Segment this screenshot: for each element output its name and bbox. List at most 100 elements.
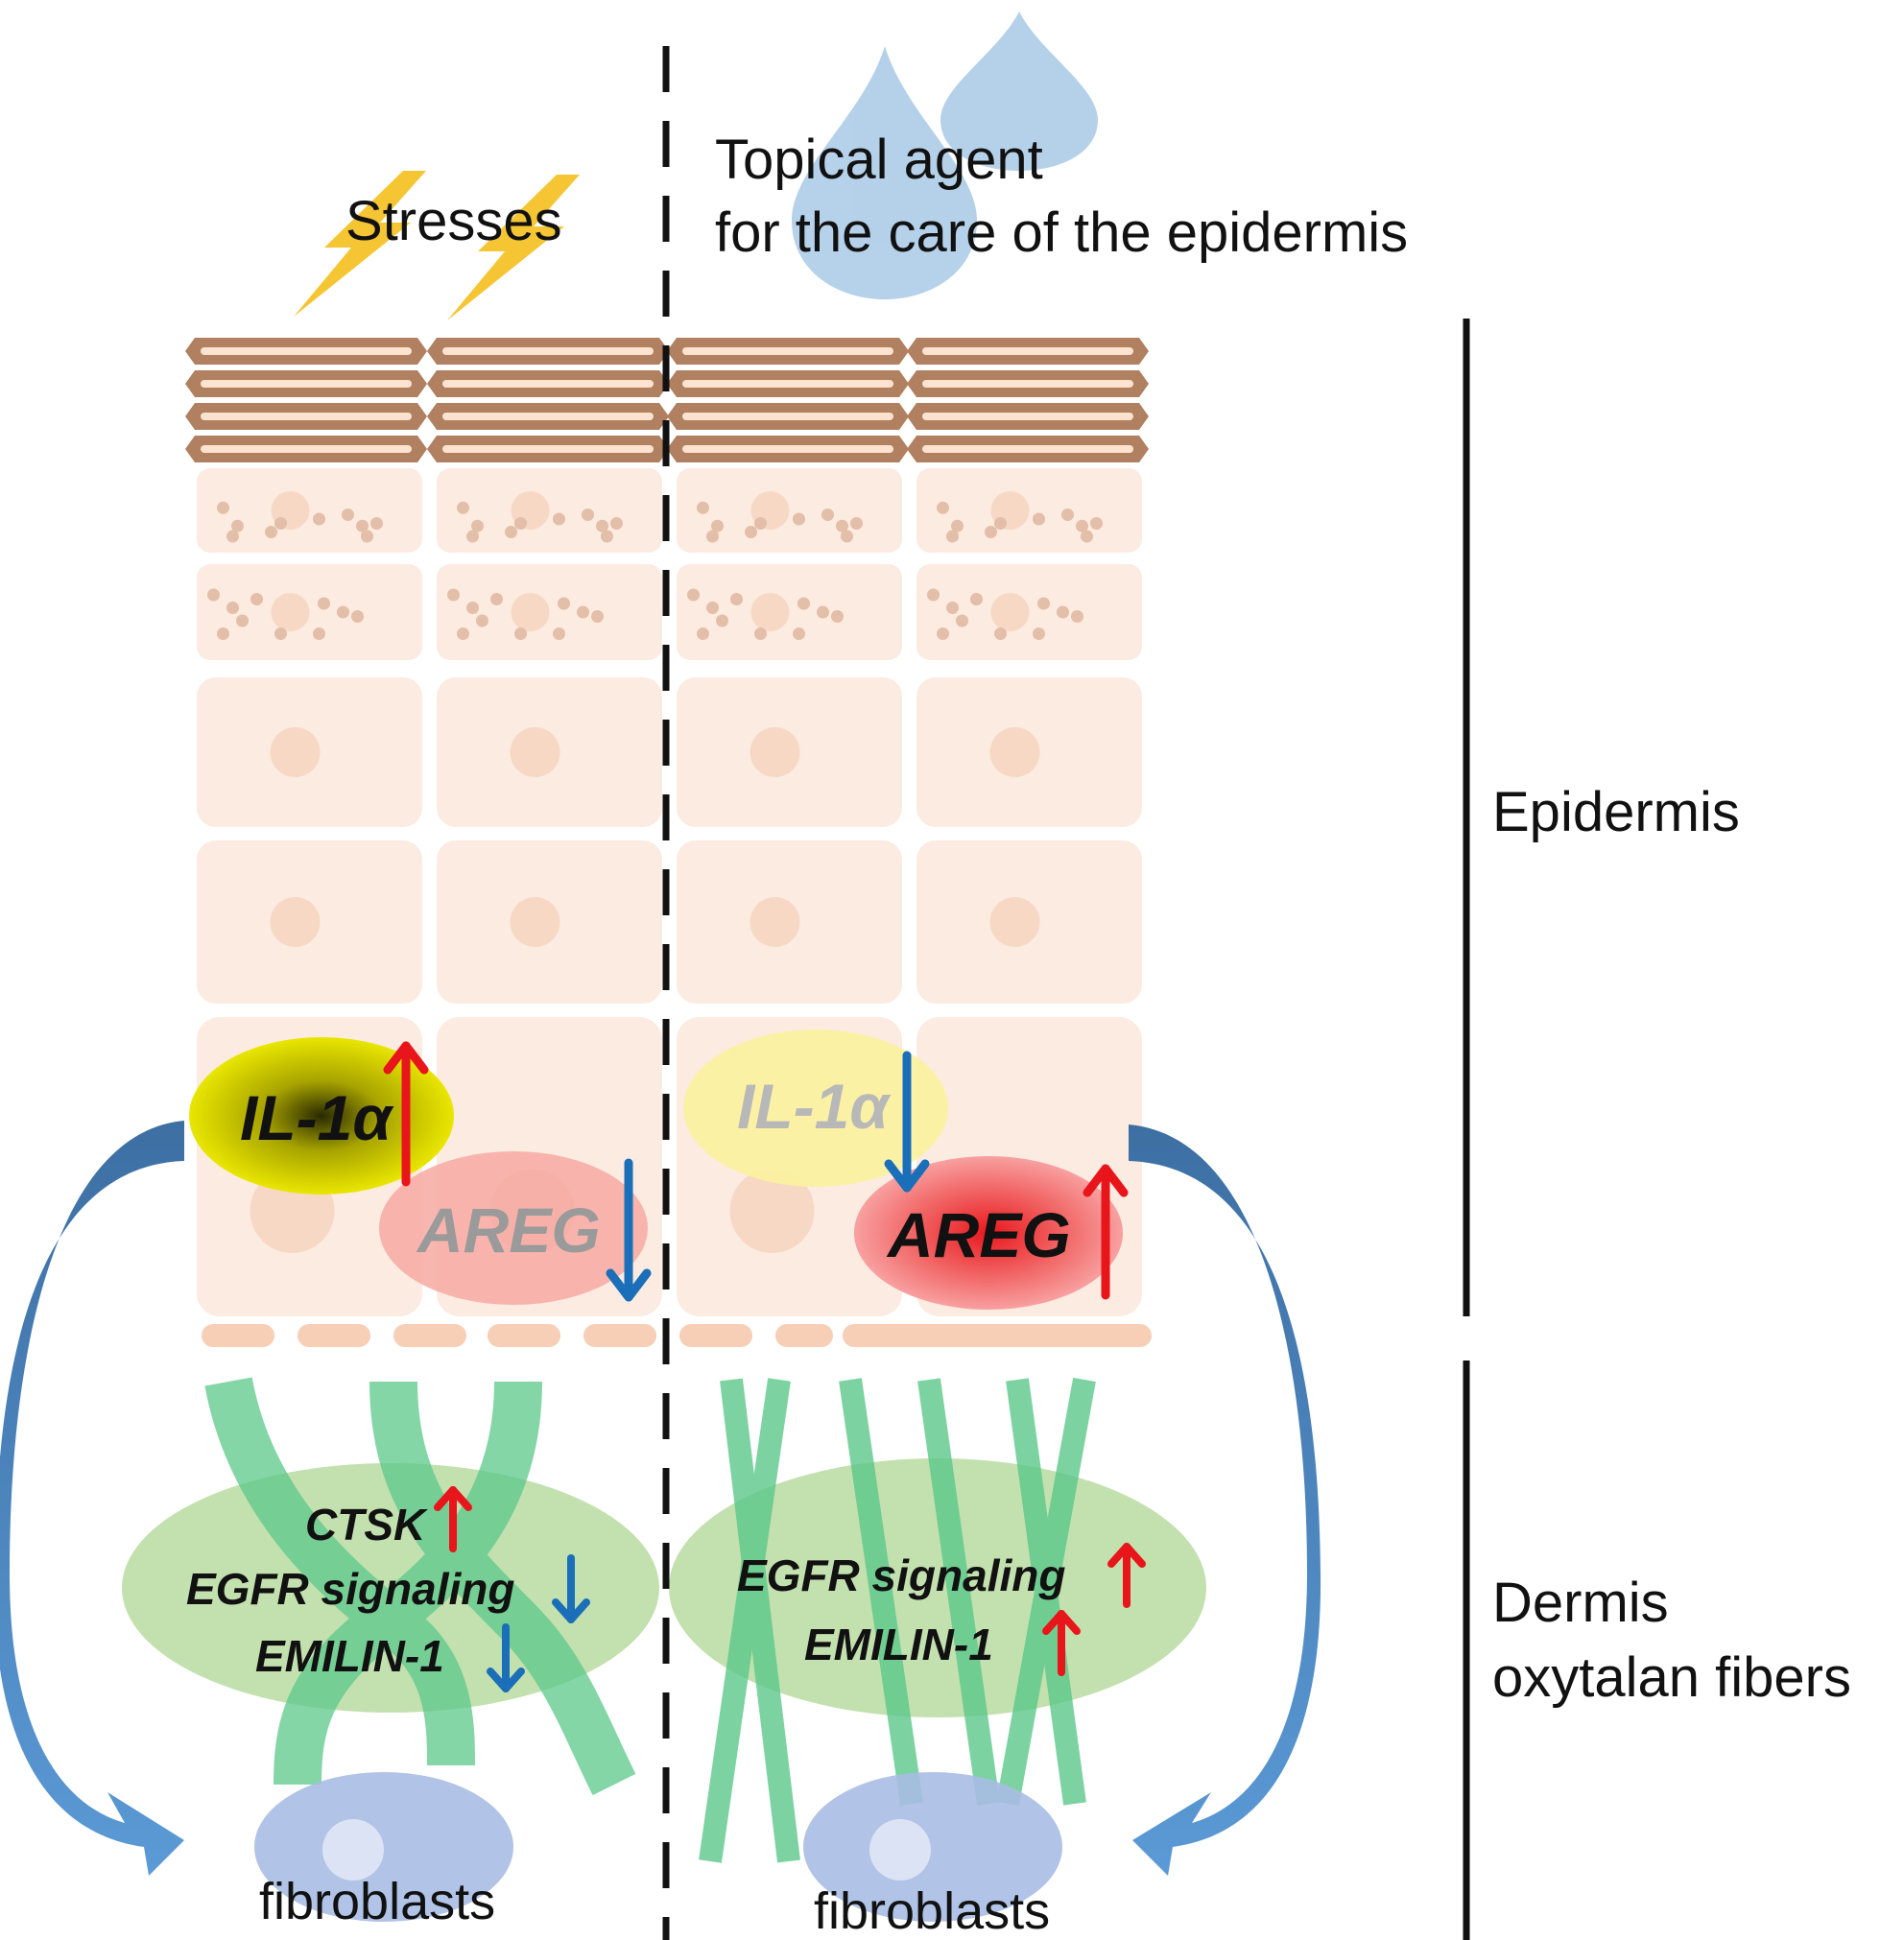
keratohyalin-granule (1090, 517, 1103, 530)
keratohyalin-granule (601, 530, 613, 543)
lightning-icon (294, 171, 580, 320)
keratohyalin-granule (946, 602, 959, 614)
emilin1-label-right: EMILIN-1 (804, 1620, 993, 1669)
up-arrow-icon (383, 1041, 429, 1187)
keratohyalin-granule (1081, 530, 1093, 543)
keratohyalin-granule (817, 605, 829, 619)
corneocyte-lipid (442, 380, 654, 388)
corneocyte-lipid (922, 380, 1133, 388)
keratohyalin-granule (1061, 509, 1074, 521)
keratohyalin-granule (476, 614, 488, 627)
keratohyalin-granule (956, 614, 968, 627)
keratohyalin-granule (274, 627, 287, 640)
cell-nucleus (750, 593, 790, 631)
keratohyalin-granule (236, 614, 249, 627)
keratohyalin-granule (596, 519, 608, 532)
il1a-label-right: IL-1α (737, 1071, 892, 1142)
keratohyalin-granule (697, 627, 709, 640)
corneocyte-lipid (442, 445, 654, 453)
topical-agent-label: Topical agent (715, 129, 1043, 191)
keratohyalin-granule (490, 593, 503, 605)
corneocyte-lipid (922, 445, 1133, 453)
keratohyalin-granule (505, 526, 517, 538)
topical-agent-subtitle: for the care of the epidermis (715, 201, 1408, 264)
keratohyalin-granule (447, 588, 460, 602)
down-arrow-icon (884, 1051, 930, 1193)
down-arrow-icon (606, 1158, 652, 1302)
keratohyalin-granule (687, 588, 700, 602)
keratohyalin-granule (946, 530, 959, 543)
emilin1-label-left: EMILIN-1 (255, 1631, 444, 1681)
corneocyte-lipid (201, 445, 412, 453)
corneocyte-lipid (682, 413, 893, 420)
keratohyalin-granule (361, 530, 373, 543)
stratum-corneum (185, 338, 1149, 462)
keratohyalin-granule (356, 519, 369, 532)
keratohyalin-granule (1076, 519, 1088, 532)
keratohyalin-granule (706, 530, 719, 543)
keratohyalin-granule (217, 501, 229, 514)
cell-nucleus (750, 897, 800, 947)
keratohyalin-granule (994, 517, 1007, 530)
keratohyalin-granule (466, 602, 479, 614)
keratohyalin-granule (466, 530, 479, 543)
keratohyalin-granule (318, 597, 330, 610)
corneocyte-lipid (442, 413, 654, 420)
keratohyalin-granule (313, 512, 325, 526)
cell-nucleus (729, 1169, 815, 1253)
epidermis-label: Epidermis (1492, 781, 1740, 843)
keratohyalin-granule (514, 517, 527, 530)
cell-nucleus (510, 897, 560, 947)
keratohyalin-granule (716, 614, 728, 627)
basement-membrane (202, 1324, 1152, 1347)
corneocyte-lipid (922, 413, 1133, 420)
corneocyte-lipid (682, 347, 893, 355)
cell-nucleus (510, 727, 560, 777)
keratohyalin-granule (337, 605, 349, 619)
cell-nucleus (750, 727, 800, 777)
keratohyalin-granule (313, 627, 325, 640)
egfr-signaling-label-right: EGFR signaling (737, 1550, 1065, 1600)
il1a-label-left: IL-1α (240, 1082, 394, 1153)
dermis-signal-region-right (669, 1458, 1206, 1717)
up-arrow-icon (1042, 1610, 1081, 1676)
keratohyalin-granule (850, 517, 863, 530)
il1a-marker-left (189, 1037, 454, 1195)
keratohyalin-granule (951, 519, 964, 532)
keratohyalin-granule (231, 519, 244, 532)
cell-nucleus (989, 727, 1040, 777)
corneocyte-lipid (201, 413, 412, 420)
keratohyalin-granule (610, 517, 623, 530)
keratohyalin-granule (970, 593, 983, 605)
keratohyalin-granule (697, 501, 709, 514)
areg-marker-right (854, 1156, 1123, 1310)
oxytalan-fibers-right (699, 1377, 1096, 1863)
areg-label-right: AREG (886, 1199, 1071, 1270)
keratohyalin-granule (1057, 605, 1069, 619)
up-arrow-icon (1107, 1543, 1146, 1608)
egfr-signaling-label-left: EGFR signaling (186, 1564, 514, 1614)
keratohyalin-granule (370, 517, 383, 530)
cell-nucleus (270, 897, 321, 947)
keratohyalin-granule (797, 597, 810, 610)
keratohyalin-granule (985, 526, 997, 538)
cell-nucleus (270, 727, 321, 777)
spinous-cell-layer (197, 677, 1142, 1004)
water-drop-icon (792, 12, 1098, 299)
keratohyalin-granule (793, 512, 805, 526)
dermis-label: Dermis (1492, 1572, 1669, 1634)
cell-nucleus (989, 897, 1040, 947)
corneocyte-lipid (442, 347, 654, 355)
keratohyalin-granule (706, 602, 719, 614)
keratohyalin-granule (342, 509, 354, 521)
corneocyte-lipid (201, 347, 412, 355)
keratohyalin-granule (937, 627, 949, 640)
stresses-label: Stresses (345, 190, 562, 252)
keratohyalin-granule (274, 517, 287, 530)
areg-label-left: AREG (416, 1195, 601, 1266)
keratohyalin-granule (927, 588, 940, 602)
down-arrow-icon (487, 1623, 525, 1692)
keratohyalin-granule (226, 530, 239, 543)
keratohyalin-granule (793, 627, 805, 640)
